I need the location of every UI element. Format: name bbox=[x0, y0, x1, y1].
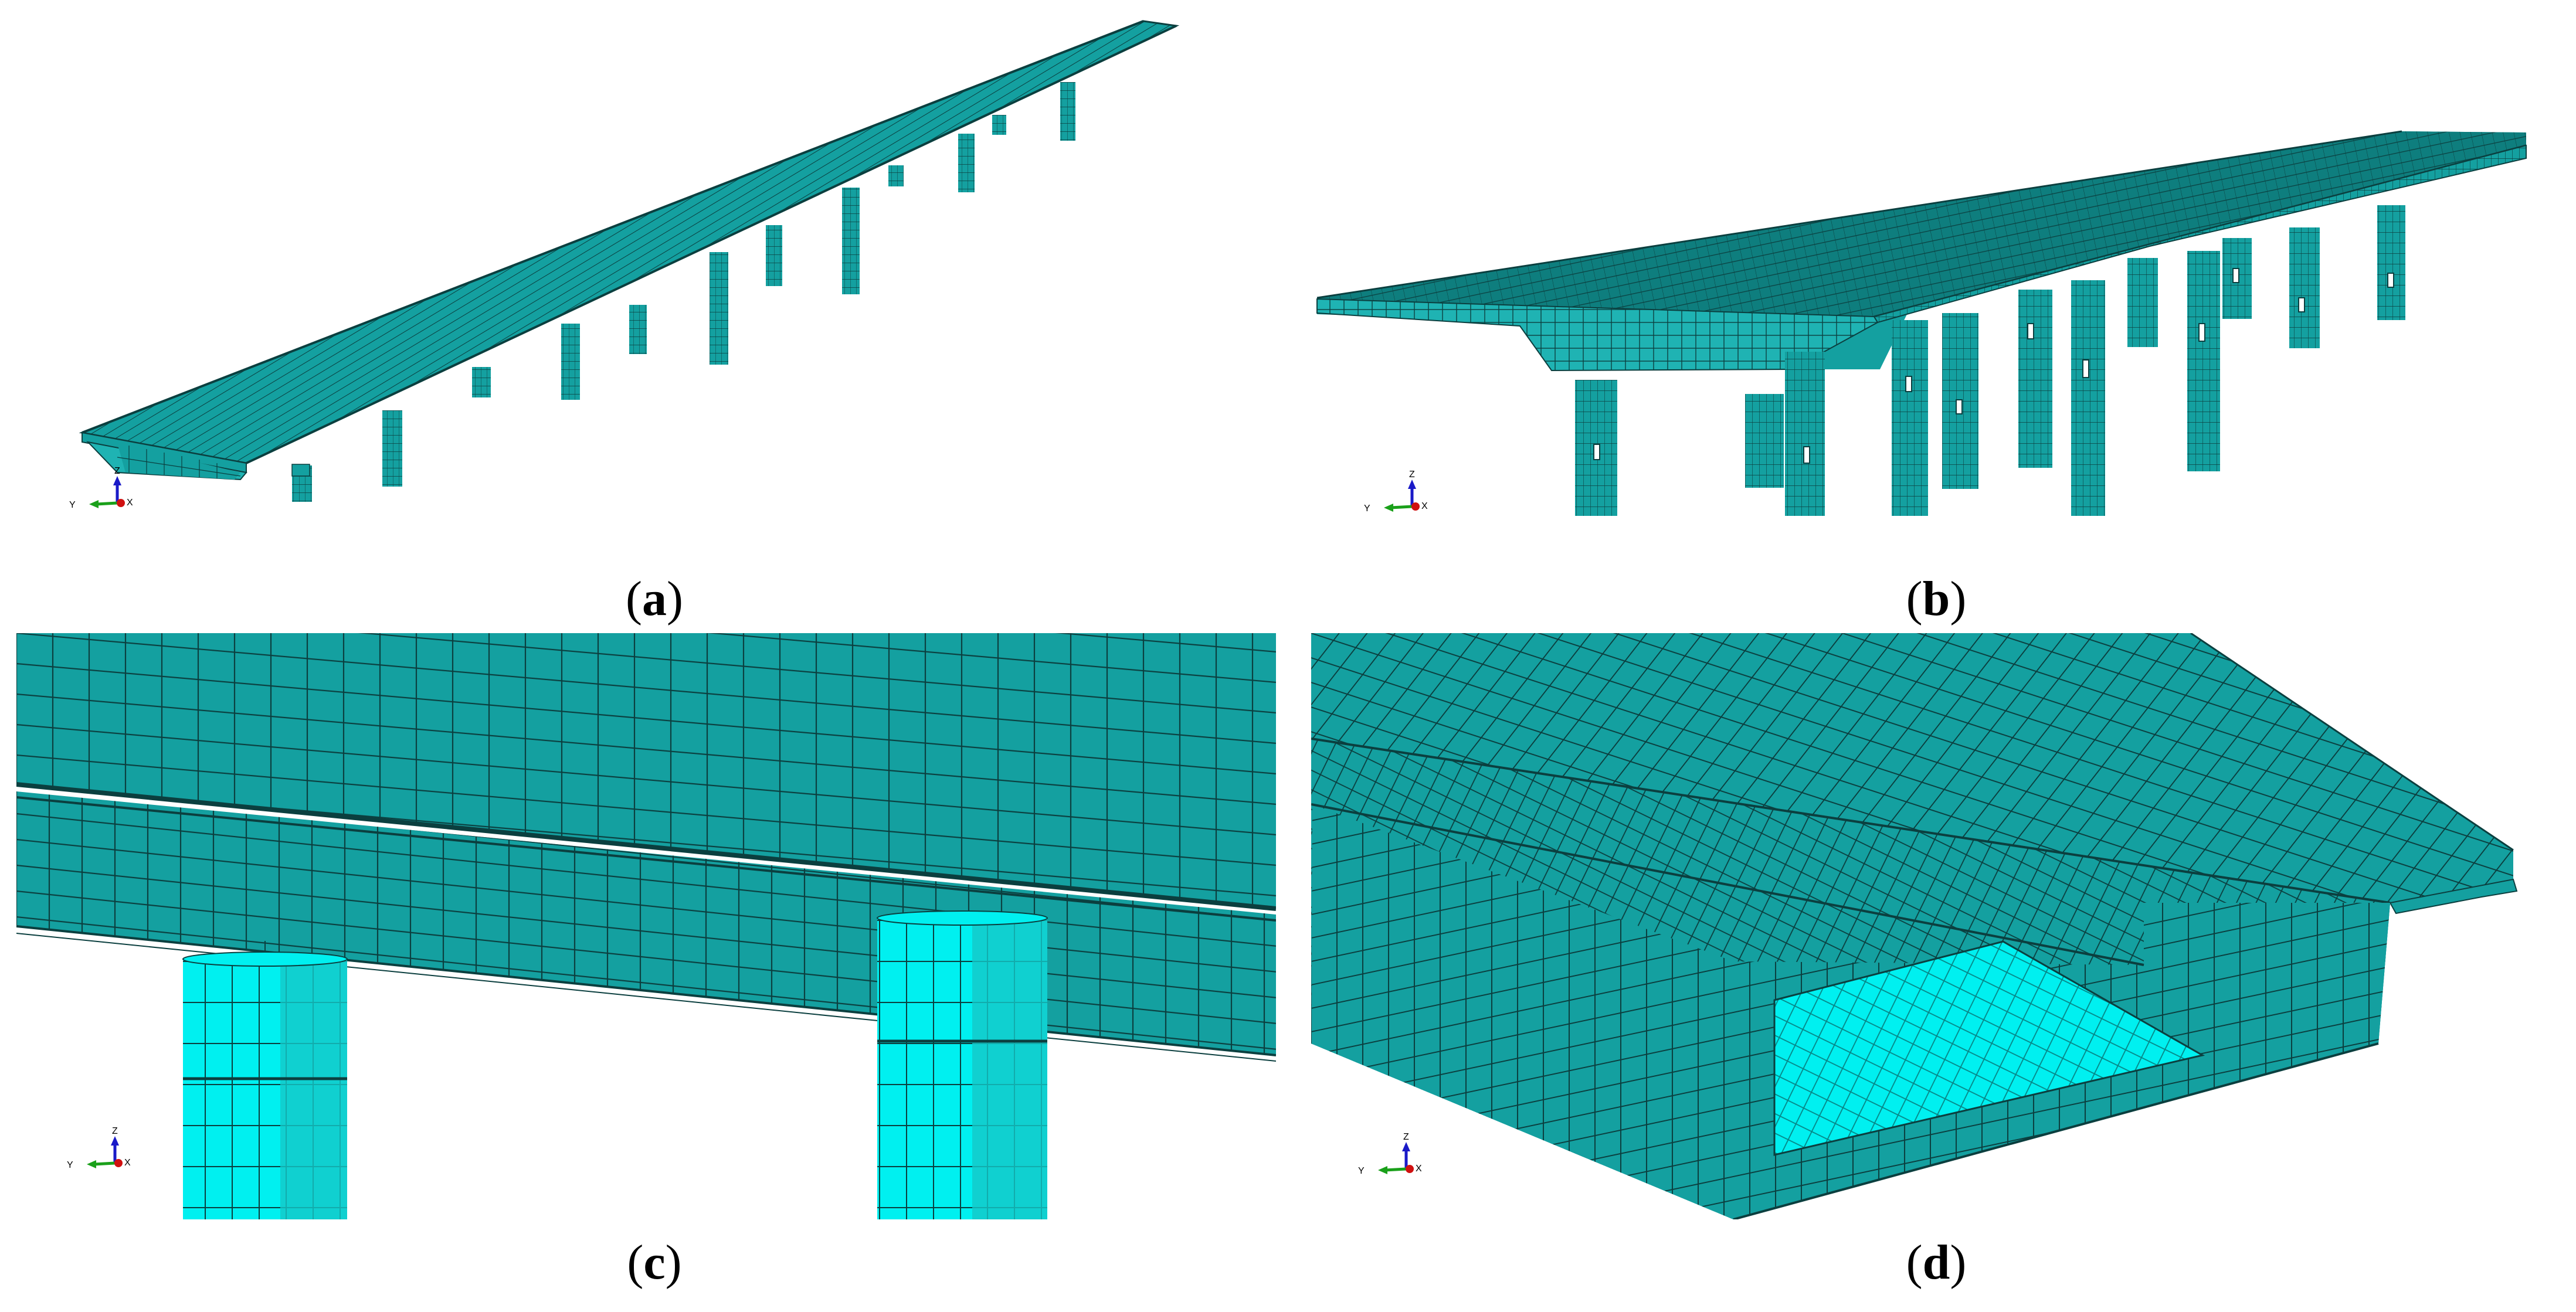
right-pier bbox=[877, 910, 1048, 1219]
bridge-deck bbox=[79, 20, 1180, 481]
axis-y-label: Y bbox=[1364, 504, 1370, 514]
axis-x-label: X bbox=[1421, 501, 1428, 511]
girder-bearing-mesh: Z Y X bbox=[16, 633, 1276, 1219]
bridge-piers bbox=[1575, 205, 2405, 516]
axis-z-label: Z bbox=[114, 466, 120, 476]
bridge-perspective-mesh: Z Y X bbox=[1316, 130, 2527, 516]
axis-y-label: Y bbox=[69, 500, 76, 510]
axis-x-label: X bbox=[1416, 1164, 1422, 1174]
axis-y-label: Y bbox=[1358, 1166, 1365, 1176]
panel-a-caption: (a) bbox=[626, 572, 683, 626]
panel-c-girder-bearing-detail: Z Y X bbox=[16, 633, 1276, 1219]
box-girder-mesh: Z Y X bbox=[1311, 633, 2518, 1219]
axis-z-label: Z bbox=[1403, 1132, 1409, 1142]
axis-z-label: Z bbox=[112, 1126, 118, 1136]
axis-x-label: X bbox=[124, 1158, 131, 1168]
bridge-front-piers bbox=[291, 464, 310, 477]
axis-z-label: Z bbox=[1409, 470, 1415, 480]
bridge-piers bbox=[292, 82, 1075, 502]
panel-d-caption: (d) bbox=[1906, 1235, 1967, 1290]
axis-y-label: Y bbox=[67, 1160, 73, 1170]
axis-triad-icon: Z Y X bbox=[1364, 470, 1428, 514]
bridge-deck bbox=[1316, 130, 2527, 372]
axis-triad-icon: Z Y X bbox=[1358, 1132, 1422, 1176]
axis-triad-icon: Z Y X bbox=[69, 466, 133, 510]
bridge-overview-mesh: Z Y X bbox=[69, 20, 1180, 510]
panel-b-bridge-perspective: Z Y X bbox=[1288, 0, 2576, 563]
axis-triad-icon: Z Y X bbox=[67, 1126, 131, 1170]
panel-a-bridge-overview: Z Y X bbox=[0, 0, 1288, 563]
axis-x-label: X bbox=[127, 498, 133, 508]
panel-c-caption: (c) bbox=[627, 1235, 682, 1290]
panel-b-caption: (b) bbox=[1906, 572, 1967, 626]
left-pier bbox=[182, 941, 348, 1219]
panel-d-box-girder-section: Z Y X bbox=[1311, 633, 2571, 1219]
